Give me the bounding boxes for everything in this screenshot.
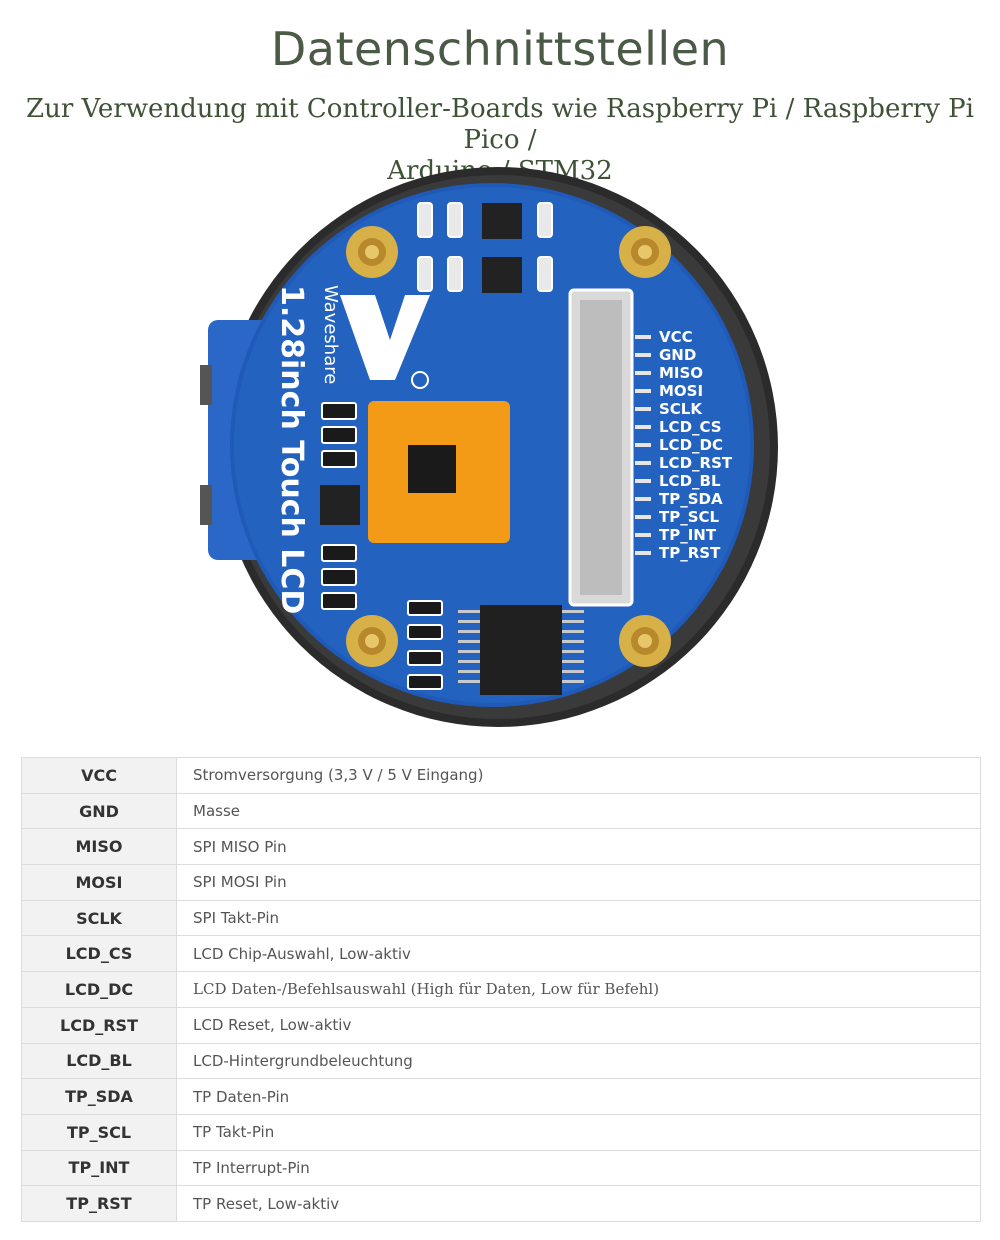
mount-hole-tl <box>346 226 398 278</box>
level-shifter-ic <box>480 605 562 695</box>
pin-desc-cell: TP Reset, Low-aktiv <box>176 1185 981 1222</box>
table-row: VCC Stromversorgung (3,3 V / 5 V Eingang… <box>21 757 981 794</box>
pin-name-cell: MOSI <box>21 864 177 901</box>
pin-name-cell: SCLK <box>21 899 177 937</box>
sot-chip <box>320 485 360 525</box>
mount-hole-bl <box>346 615 398 667</box>
pin-label-miso: MISO <box>659 364 703 382</box>
pin-label-sclk: SCLK <box>659 400 703 418</box>
pin-desc-cell: SPI MISO Pin <box>176 828 981 866</box>
table-row: TP_SDA TP Daten-Pin <box>21 1078 981 1115</box>
top-components <box>417 202 553 292</box>
page-title: Datenschnittstellen <box>270 22 730 76</box>
pin-desc-cell: LCD Daten-/Befehlsauswahl (High für Date… <box>176 971 981 1008</box>
pin-label-lcd-bl: LCD_BL <box>659 472 721 490</box>
pin-desc-cell: TP Daten-Pin <box>176 1078 981 1115</box>
pin-name-cell: VCC <box>21 757 177 794</box>
lcd-board-illustration: Waveshare 1.28inch Touch LCD <box>200 167 778 727</box>
pin-name-cell: TP_SCL <box>21 1113 177 1151</box>
pin-name-cell: LCD_RST <box>21 1006 177 1044</box>
pin-label-lcd-dc: LCD_DC <box>659 436 723 454</box>
resistor-array <box>321 402 357 610</box>
transistor-1 <box>482 203 522 239</box>
table-row: LCD_DC LCD Daten-/Befehlsauswahl (High f… <box>21 971 981 1008</box>
pin-name-cell: TP_INT <box>21 1149 177 1187</box>
pin-desc-cell: TP Interrupt-Pin <box>176 1149 981 1187</box>
bottom-resistors <box>407 600 443 690</box>
table-row: TP_RST TP Reset, Low-aktiv <box>21 1185 981 1222</box>
pin-name-cell: GND <box>21 792 177 830</box>
table-row: TP_INT TP Interrupt-Pin <box>21 1149 981 1187</box>
table-row: GND Masse <box>21 792 981 830</box>
pin-label-tp-rst: TP_RST <box>659 544 721 562</box>
pin-desc-cell: LCD-Hintergrundbeleuchtung <box>176 1042 981 1080</box>
mount-hole-tr <box>619 226 671 278</box>
pin-name-cell: TP_RST <box>21 1185 177 1222</box>
pin-desc-cell: SPI MOSI Pin <box>176 864 981 901</box>
pin-label-gnd: GND <box>659 346 696 364</box>
pin-label-tp-sda: TP_SDA <box>659 490 723 508</box>
table-row: TP_SCL TP Takt-Pin <box>21 1113 981 1151</box>
table-row: LCD_BL LCD-Hintergrundbeleuchtung <box>21 1042 981 1080</box>
pin-desc-cell: Masse <box>176 792 981 830</box>
transistor-2 <box>482 257 522 293</box>
mount-hole-br <box>619 615 671 667</box>
table-row: LCD_CS LCD Chip-Auswahl, Low-aktiv <box>21 935 981 973</box>
touch-controller-chip <box>408 445 456 493</box>
waveshare-logo <box>340 295 430 389</box>
pin-label-tp-int: TP_INT <box>659 526 717 544</box>
pin-name-cell: LCD_BL <box>21 1042 177 1080</box>
pin-description-table: VCC Stromversorgung (3,3 V / 5 V Eingang… <box>21 757 981 1222</box>
pin-name-cell: MISO <box>21 828 177 866</box>
subtitle-line-1: Zur Verwendung mit Controller-Boards wie… <box>26 94 974 155</box>
pin-name-cell: LCD_DC <box>21 971 177 1008</box>
pin-label-mosi: MOSI <box>659 382 703 400</box>
pin-desc-cell: SPI Takt-Pin <box>176 899 981 937</box>
table-row: MOSI SPI MOSI Pin <box>21 864 981 901</box>
pin-desc-cell: Stromversorgung (3,3 V / 5 V Eingang) <box>176 757 981 794</box>
table-row: MISO SPI MISO Pin <box>21 828 981 866</box>
table-row: SCLK SPI Takt-Pin <box>21 899 981 937</box>
pin-desc-cell: LCD Chip-Auswahl, Low-aktiv <box>176 935 981 973</box>
pin-label-tp-scl: TP_SCL <box>659 508 720 526</box>
pin-name-cell: LCD_CS <box>21 935 177 973</box>
pin-name-cell: TP_SDA <box>21 1078 177 1115</box>
pin-desc-cell: TP Takt-Pin <box>176 1113 981 1151</box>
table-row: LCD_RST LCD Reset, Low-aktiv <box>21 1006 981 1044</box>
pin-label-lcd-rst: LCD_RST <box>659 454 733 472</box>
connector-pin-labels: VCC GND MISO MOSI SCLK LCD_CS LCD_DC LCD… <box>659 328 733 562</box>
pin-label-lcd-cs: LCD_CS <box>659 418 722 436</box>
page-subtitle: Zur Verwendung mit Controller-Boards wie… <box>0 94 1000 187</box>
board-brand-text: Waveshare <box>320 285 341 384</box>
ic-pins <box>458 610 584 683</box>
board-photo: Waveshare 1.28inch Touch LCD <box>190 165 810 730</box>
pin-label-vcc: VCC <box>659 328 693 346</box>
board-model-text: 1.28inch Touch LCD <box>274 285 309 614</box>
pin-desc-cell: LCD Reset, Low-aktiv <box>176 1006 981 1044</box>
connector-pins-lines <box>635 335 651 555</box>
